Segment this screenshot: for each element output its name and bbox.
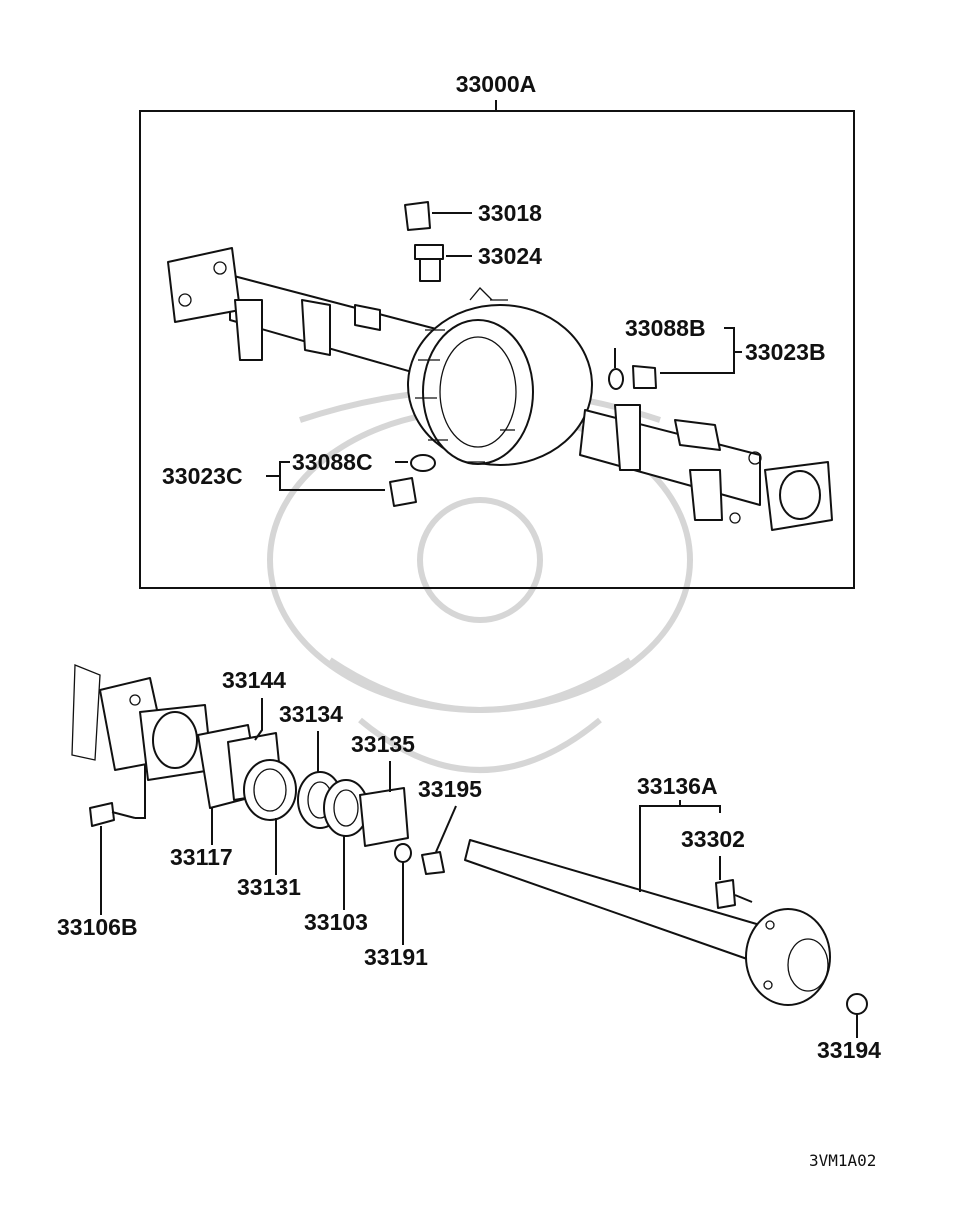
label-33024: 33024: [478, 243, 542, 269]
assembly-label: 33000A: [456, 71, 537, 97]
label-33302: 33302: [681, 826, 745, 852]
bracket-33023B: [660, 327, 735, 374]
label-33135: 33135: [351, 731, 415, 757]
label-33088B: 33088B: [625, 315, 706, 341]
axle-end-housing: [71, 664, 213, 781]
gasket-33088B: [608, 368, 624, 390]
label-33131: 33131: [237, 874, 301, 900]
gasket-33088C: [410, 454, 436, 472]
axle-housing: [167, 247, 833, 531]
bolt-33106B-shank: [111, 811, 136, 819]
label-33103: 33103: [304, 909, 368, 935]
label-33194: 33194: [817, 1037, 881, 1063]
label-33191: 33191: [364, 944, 428, 970]
retainer-33135: [359, 787, 409, 847]
label-33134: 33134: [279, 701, 343, 727]
label-33136A: 33136A: [637, 773, 718, 799]
breather-cap-33018: [404, 201, 431, 231]
plug-33023B: [632, 365, 657, 389]
bolt-33302: [715, 879, 736, 909]
nut-33194: [846, 993, 868, 1015]
diagram-code: 3VM1A02: [809, 1151, 876, 1170]
label-33144: 33144: [222, 667, 286, 693]
leader-33195: [435, 805, 457, 853]
bolt-33106B-head: [89, 802, 115, 827]
ring-33131: [243, 759, 297, 821]
washer-33191: [394, 843, 412, 863]
axle-shaft-33136A: [464, 839, 831, 1006]
bracket-33136A: [639, 805, 721, 813]
label-33088C: 33088C: [292, 449, 373, 475]
label-33195: 33195: [418, 776, 482, 802]
label-33117: 33117: [170, 844, 233, 870]
plug-33023C: [389, 477, 417, 507]
label-33023B: 33023B: [745, 339, 826, 365]
label-33018: 33018: [478, 200, 542, 226]
breather-plug-33024: [414, 244, 444, 282]
leader-33144: [254, 698, 263, 741]
label-33023C: 33023C: [162, 463, 243, 489]
leader-33106B-housing: [135, 765, 146, 819]
bolt-33302-shank: [734, 894, 753, 903]
label-33106B: 33106B: [57, 914, 138, 940]
nut-33195: [421, 851, 445, 875]
